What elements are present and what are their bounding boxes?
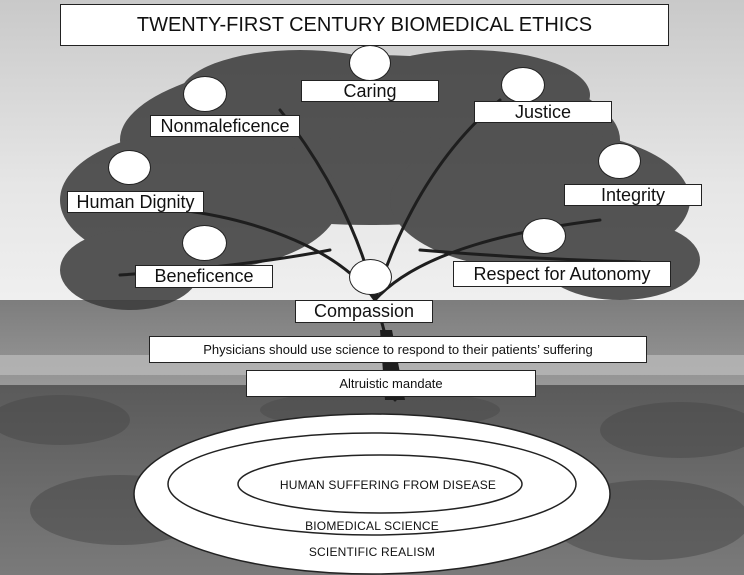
integrity-circle — [598, 143, 641, 179]
root-label-biomedical-science: BIOMEDICAL SCIENCE — [305, 519, 439, 533]
value-label-beneficence: Beneficence — [135, 265, 273, 288]
root-label-scientific-realism: SCIENTIFIC REALISM — [308, 545, 436, 559]
beneficence-circle — [182, 225, 227, 261]
value-label-justice: Justice — [474, 101, 612, 123]
compassion-circle — [349, 259, 392, 295]
human-dignity-circle — [108, 150, 151, 185]
physicians-statement: Physicians should use science to respond… — [149, 336, 647, 363]
justice-circle — [501, 67, 545, 103]
altruistic-mandate: Altruistic mandate — [246, 370, 536, 397]
diagram-title: TWENTY-FIRST CENTURY BIOMEDICAL ETHICS — [60, 4, 669, 46]
value-label-caring: Caring — [301, 80, 439, 102]
value-label-nonmaleficence: Nonmaleficence — [150, 115, 300, 137]
value-label-respect-for-autonomy: Respect for Autonomy — [453, 261, 671, 287]
value-label-compassion: Compassion — [295, 300, 433, 323]
caring-circle — [349, 45, 391, 81]
value-label-human-dignity: Human Dignity — [67, 191, 204, 213]
inner-ellipse-human-suffering — [237, 454, 523, 514]
nonmaleficence-circle — [183, 76, 227, 112]
root-label-human-suffering: HUMAN SUFFERING FROM DISEASE — [279, 478, 497, 492]
respect-for-autonomy-circle — [522, 218, 566, 254]
value-label-integrity: Integrity — [564, 184, 702, 206]
